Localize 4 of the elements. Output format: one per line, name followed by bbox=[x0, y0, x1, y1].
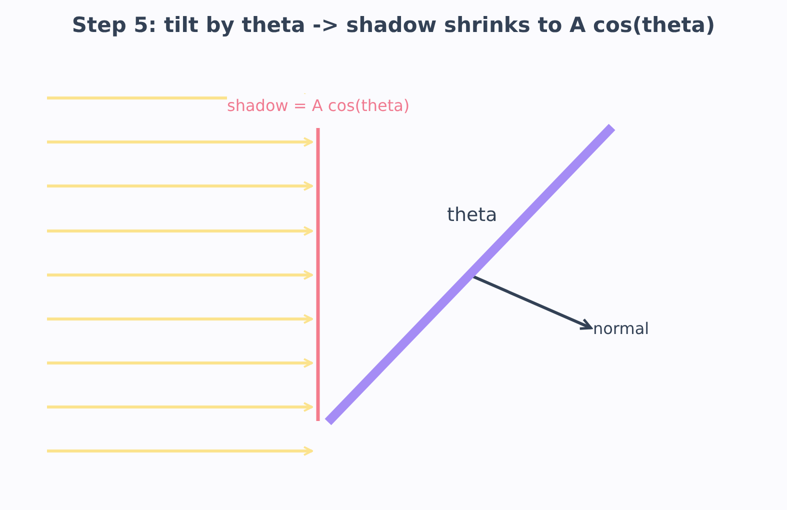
title: Step 5: tilt by theta -> shadow shrinks to A cos(theta) bbox=[70, 12, 716, 39]
angle-label: theta bbox=[447, 203, 498, 228]
arrow bbox=[471, 274, 592, 330]
node-label: normal bbox=[593, 318, 650, 340]
